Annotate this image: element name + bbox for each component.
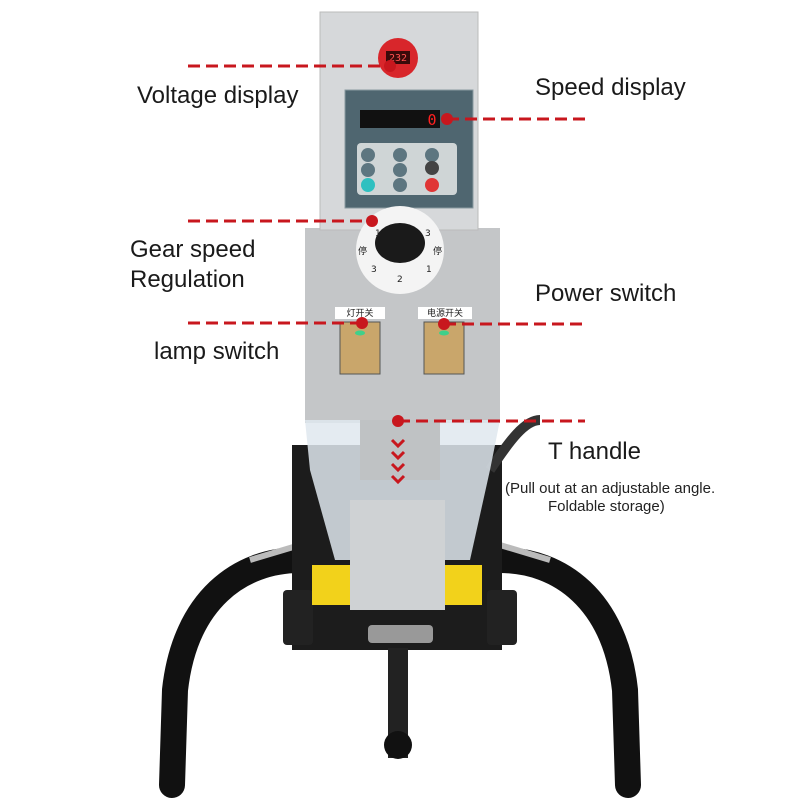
gear-callout-dot	[366, 215, 378, 227]
lamp-callout-dot	[356, 317, 368, 329]
gear-knob[interactable]	[375, 223, 425, 263]
speed-readout: 0	[427, 111, 436, 129]
svg-text:3: 3	[371, 265, 377, 275]
voltage-readout: 232	[389, 53, 407, 64]
callout-t-handle-note-2: Foldable storage)	[548, 498, 665, 515]
power-switch-label: 电源开关	[427, 307, 463, 319]
svg-text:停: 停	[358, 245, 367, 257]
right-handle	[487, 547, 641, 798]
callout-t-handle: T handle	[548, 438, 641, 465]
callout-lamp-switch: lamp switch	[154, 338, 280, 365]
left-handle	[159, 547, 313, 798]
pull-arrow-icon	[390, 438, 406, 485]
lamp-switch-label: 灯开关	[346, 307, 373, 319]
callout-voltage-display: Voltage display	[137, 82, 299, 109]
voltage-callout-dot	[384, 60, 396, 72]
svg-text:2: 2	[397, 275, 403, 285]
power-callout-dot	[438, 318, 450, 330]
handle-callout-dot	[392, 415, 404, 427]
speed-callout-dot	[441, 113, 453, 125]
callout-t-handle-note-1: (Pull out at an adjustable angle.	[505, 480, 716, 497]
callout-speed-display: Speed display	[535, 74, 686, 101]
wheel	[384, 731, 412, 759]
svg-text:3: 3	[425, 229, 431, 239]
callout-lines	[188, 64, 585, 423]
svg-text:停: 停	[433, 245, 442, 257]
svg-text:1: 1	[426, 265, 432, 275]
lamp-switch[interactable]	[339, 321, 381, 375]
callout-gear-speed-line2: Regulation	[130, 266, 245, 293]
callout-power-switch: Power switch	[535, 280, 677, 307]
callout-gear-speed-line1: Gear speed	[130, 236, 256, 263]
svg-text:1: 1	[375, 229, 381, 239]
